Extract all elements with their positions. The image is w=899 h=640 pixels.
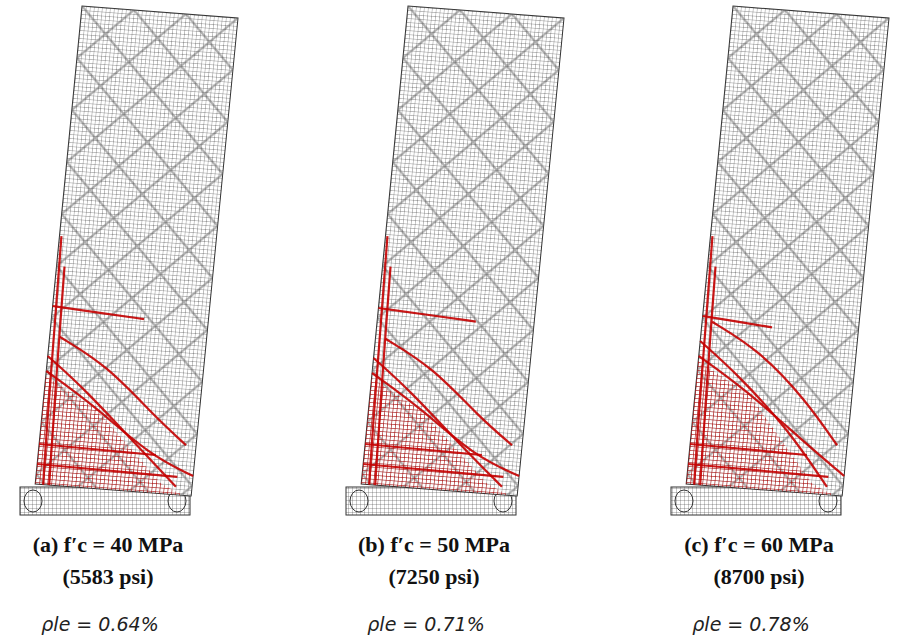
wall-panel xyxy=(671,6,889,515)
reinforcement-ratio: ρle = 0.71% xyxy=(367,612,484,636)
crack-pattern xyxy=(686,236,866,496)
panel-caption: (c) f′c = 60 MPa xyxy=(684,532,833,558)
wall-mesh xyxy=(361,6,564,496)
panel-caption: (7250 psi) xyxy=(388,564,479,590)
wall-mesh xyxy=(35,6,238,496)
wall-panel xyxy=(346,6,564,515)
reinforcement-ratio: ρle = 0.78% xyxy=(692,612,809,636)
crack-pattern xyxy=(361,236,541,496)
panel-caption: (b) f′c = 50 MPa xyxy=(358,532,510,558)
panel-caption: (5583 psi) xyxy=(62,564,153,590)
wall-panel xyxy=(20,6,238,515)
wall-mesh xyxy=(686,6,889,496)
panel-caption: (a) f′c = 40 MPa xyxy=(33,532,184,558)
reinforcement-ratio: ρle = 0.64% xyxy=(41,612,158,636)
crack-pattern xyxy=(35,236,215,496)
panel-caption: (8700 psi) xyxy=(713,564,804,590)
